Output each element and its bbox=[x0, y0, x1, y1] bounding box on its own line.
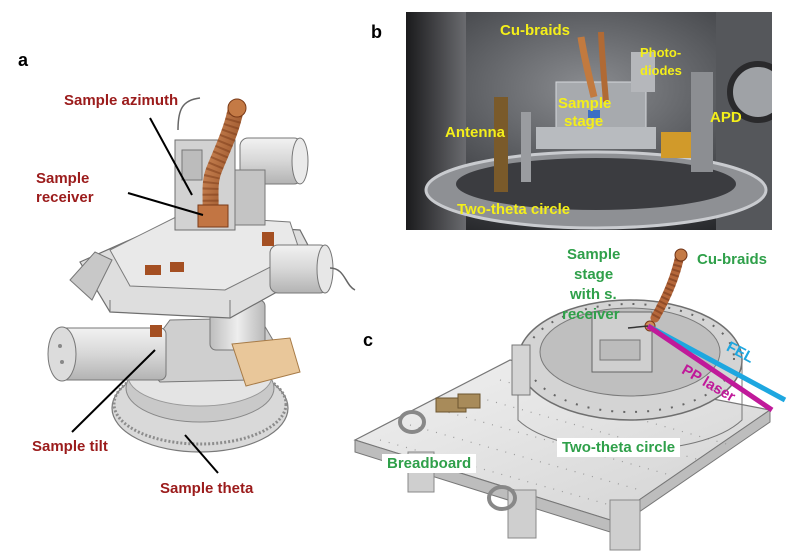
cable bbox=[177, 97, 201, 131]
photodiode-mount bbox=[631, 52, 655, 92]
label-sample-azimuth: Sample azimuth bbox=[64, 92, 179, 109]
breadboard-leg bbox=[609, 499, 641, 551]
connector bbox=[150, 325, 162, 337]
label-photodiodes-2: diodes bbox=[640, 63, 682, 78]
viewport-right bbox=[727, 61, 772, 123]
top-motor-face bbox=[291, 137, 309, 185]
apd-post bbox=[691, 72, 713, 172]
theta-gear-teeth bbox=[112, 362, 288, 446]
connector bbox=[170, 262, 184, 272]
tower-block bbox=[181, 149, 203, 181]
sample-receiver-block bbox=[197, 204, 229, 228]
label-breadboard: Breadboard bbox=[382, 454, 477, 473]
left-bracket bbox=[69, 251, 113, 301]
label-sample-stage-b-2: stage bbox=[564, 113, 604, 130]
eyebolt bbox=[487, 485, 517, 511]
photo-chamber bbox=[406, 12, 772, 230]
cu-braids-photo bbox=[577, 36, 598, 98]
stage-plate bbox=[536, 127, 656, 149]
apd-flex bbox=[661, 132, 691, 158]
cable bbox=[329, 267, 356, 291]
beige-connector bbox=[231, 337, 301, 387]
leader-sample-receiver bbox=[127, 192, 204, 216]
label-two-theta-b: Two-theta circle bbox=[457, 201, 571, 218]
label-sample-stage-c-4: receiver bbox=[562, 306, 620, 323]
leader-sample-stage-c bbox=[627, 325, 649, 329]
leader-sample-tilt bbox=[71, 349, 156, 433]
breadboard-leg bbox=[507, 489, 537, 539]
connector bbox=[145, 265, 161, 275]
cu-braids-photo-2 bbox=[598, 31, 609, 103]
antenna-post bbox=[521, 112, 531, 182]
pp-laser-beam bbox=[646, 323, 774, 413]
left-motor-face bbox=[47, 326, 77, 382]
motor-hole bbox=[60, 360, 64, 364]
label-cu-braids-b: Cu-braids bbox=[500, 22, 571, 39]
leader-sample-theta bbox=[184, 434, 219, 474]
two-theta-bolts bbox=[525, 303, 735, 413]
connector bbox=[262, 232, 274, 246]
stage-blue bbox=[588, 110, 600, 118]
panel-letter-b: b bbox=[371, 22, 382, 42]
label-sample-stage-c-1: Sample bbox=[567, 246, 621, 263]
label-antenna: Antenna bbox=[445, 124, 505, 141]
label-sample-tilt: Sample tilt bbox=[32, 438, 108, 455]
label-cu-braids-c: Cu-braids bbox=[697, 251, 768, 268]
panel-letter-a: a bbox=[18, 50, 29, 70]
copper-flange bbox=[227, 98, 247, 118]
label-sample-stage-b-1: Sample bbox=[558, 95, 612, 112]
label-two-theta-c: Two-theta circle bbox=[557, 438, 681, 457]
tower-block bbox=[234, 169, 266, 226]
mount bbox=[457, 393, 481, 409]
copper-braid-texture bbox=[202, 106, 244, 217]
label-sample-stage-c-3: with s. bbox=[570, 286, 617, 303]
label-sample-stage-c-2: stage bbox=[574, 266, 614, 283]
antenna-post bbox=[494, 97, 508, 192]
motor-hole bbox=[58, 344, 62, 348]
label-sample-receiver-1: Sample bbox=[36, 170, 90, 187]
fel-beam bbox=[646, 323, 787, 403]
mount bbox=[511, 344, 531, 396]
panel-letter-c: c bbox=[363, 330, 374, 350]
label-sample-theta: Sample theta bbox=[160, 480, 254, 497]
stage-c-block bbox=[599, 339, 641, 361]
cu-flange-c bbox=[674, 248, 688, 262]
eyebolt bbox=[398, 410, 426, 434]
label-photodiodes-1: Photo- bbox=[640, 45, 682, 60]
leader-sample-azimuth bbox=[149, 117, 193, 196]
label-apd: APD bbox=[710, 109, 742, 126]
label-sample-receiver-2: receiver bbox=[36, 189, 94, 206]
